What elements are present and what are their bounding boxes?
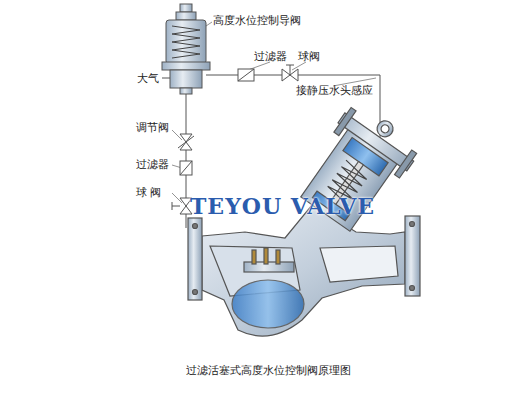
caption: 过滤活塞式高度水位控制阀原理图: [186, 364, 351, 377]
top-ball-valve: [282, 65, 298, 81]
left-filter: [180, 161, 192, 175]
part-label: 过滤器: [254, 50, 287, 63]
part-label: 调节阀: [136, 121, 169, 134]
regulating-valve: [178, 134, 194, 150]
part-label: 球 阀: [136, 186, 162, 199]
part-label: 过滤器: [136, 158, 169, 171]
main-valve-body: [188, 205, 420, 336]
part-label: 接静压水头感应: [296, 84, 373, 97]
pilot-valve: [162, 4, 210, 94]
top-filter: [238, 69, 254, 81]
part-label: 大气: [137, 72, 159, 85]
left-ball-valve: [172, 198, 192, 214]
part-label: 球阀: [298, 50, 320, 63]
part-label: 高度水位控制导阀: [213, 14, 301, 27]
watermark: TEYOU VALVE: [190, 193, 375, 219]
